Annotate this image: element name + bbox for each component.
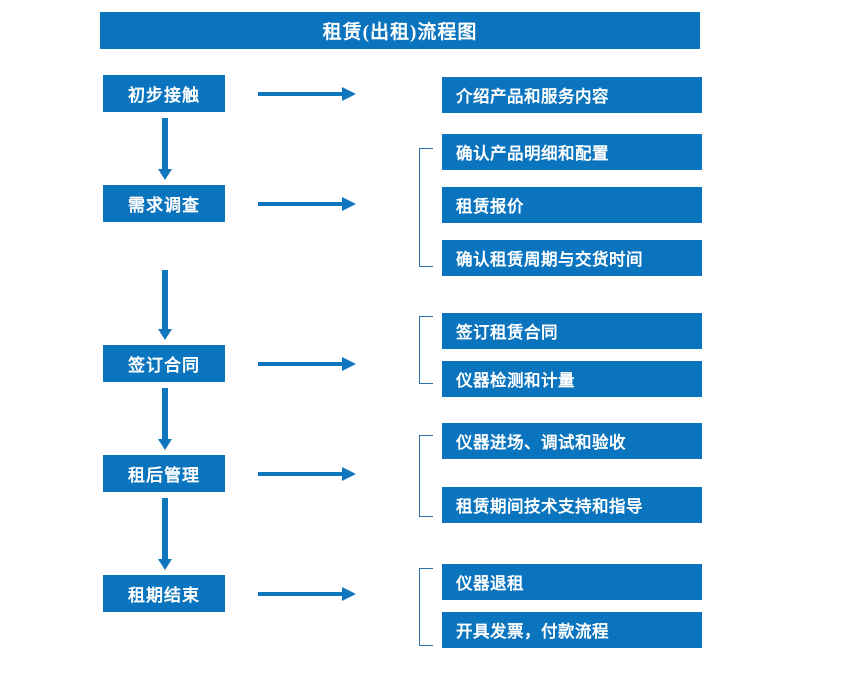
- stage-box-1[interactable]: 初步接触: [103, 75, 225, 112]
- flow-arrow-1-to-2: [158, 118, 172, 180]
- detail-box-5-2[interactable]: 开具发票，付款流程: [442, 612, 702, 648]
- arrow-head-icon: [158, 559, 172, 570]
- stage-box-4[interactable]: 租后管理: [103, 455, 225, 492]
- detail-arrow-2: [258, 197, 358, 211]
- group-bracket-5: [419, 568, 433, 646]
- stage-box-2[interactable]: 需求调查: [103, 185, 225, 222]
- detail-box-2-1[interactable]: 确认产品明细和配置: [442, 134, 702, 170]
- arrow-shaft: [162, 388, 168, 439]
- arrow-shaft: [258, 92, 344, 96]
- detail-arrow-5: [258, 587, 358, 601]
- detail-box-2-3[interactable]: 确认租赁周期与交货时间: [442, 240, 702, 276]
- detail-box-1-1[interactable]: 介绍产品和服务内容: [442, 77, 702, 113]
- arrow-shaft: [258, 202, 344, 206]
- detail-arrow-1: [258, 87, 358, 101]
- detail-arrow-3: [258, 357, 358, 371]
- arrow-head-icon: [342, 467, 356, 481]
- flow-arrow-2-to-3: [158, 270, 172, 340]
- arrow-shaft: [162, 498, 168, 559]
- group-bracket-4: [419, 435, 433, 517]
- arrow-head-icon: [342, 197, 356, 211]
- arrow-head-icon: [342, 587, 356, 601]
- arrow-shaft: [258, 472, 344, 476]
- detail-box-3-2[interactable]: 仪器检测和计量: [442, 361, 702, 397]
- detail-box-5-1[interactable]: 仪器退租: [442, 564, 702, 600]
- arrow-shaft: [162, 118, 168, 169]
- stage-box-5[interactable]: 租期结束: [103, 575, 225, 612]
- stage-box-3[interactable]: 签订合同: [103, 345, 225, 382]
- flow-arrow-4-to-5: [158, 498, 172, 570]
- diagram-title: 租赁(出租)流程图: [100, 12, 700, 49]
- detail-box-4-2[interactable]: 租赁期间技术支持和指导: [442, 487, 702, 523]
- arrow-shaft: [258, 592, 344, 596]
- detail-box-4-1[interactable]: 仪器进场、调试和验收: [442, 423, 702, 459]
- detail-box-3-1[interactable]: 签订租赁合同: [442, 313, 702, 349]
- arrow-shaft: [258, 362, 344, 366]
- arrow-head-icon: [342, 357, 356, 371]
- detail-box-2-2[interactable]: 租赁报价: [442, 187, 702, 223]
- group-bracket-2: [419, 148, 433, 267]
- arrow-shaft: [162, 270, 168, 329]
- group-bracket-3: [419, 316, 433, 384]
- flow-arrow-3-to-4: [158, 388, 172, 450]
- arrow-head-icon: [158, 439, 172, 450]
- arrow-head-icon: [342, 87, 356, 101]
- arrow-head-icon: [158, 329, 172, 340]
- detail-arrow-4: [258, 467, 358, 481]
- arrow-head-icon: [158, 169, 172, 180]
